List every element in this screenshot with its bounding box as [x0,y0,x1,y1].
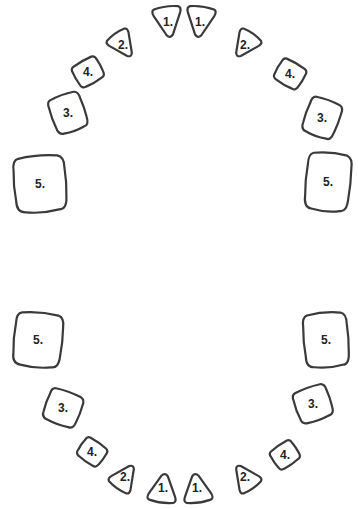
tooth-outline: 1. [147,472,179,504]
tooth-outline: 4. [271,443,299,467]
eruption-number: 3. [308,398,318,410]
tooth-path [105,27,141,63]
eruption-number: 1. [195,16,205,28]
eruption-number: 2. [120,471,130,483]
tooth-path [12,310,65,369]
tooth-path [300,94,345,141]
tooth-path [181,472,213,504]
tooth-path [268,438,302,472]
eruption-number: 5. [35,178,45,190]
tooth-outline: 4. [73,59,103,85]
tooth-outline: 3. [44,390,82,426]
eruption-number: 4. [280,449,290,461]
eruption-number: 1. [163,16,173,28]
eruption-number: 1. [158,482,168,494]
eruption-number: 4. [87,446,97,458]
tooth-outline: 4. [275,61,305,87]
tooth-path [147,472,179,504]
eruption-number: 5. [33,334,43,346]
eruption-number: 2. [118,39,128,51]
tooth-path [75,435,109,469]
tooth-outline: 3. [294,386,332,422]
tooth-outline: 1. [152,5,184,39]
eruption-number: 1. [192,482,202,494]
tooth-path [184,5,216,39]
tooth-path [107,459,143,495]
tooth-path [70,54,107,89]
tooth-outline: 2. [109,30,137,60]
tooth-path [291,382,336,426]
tooth-outline: 2. [231,462,259,492]
eruption-number: 2. [240,39,250,51]
tooth-outline: 2. [231,30,259,60]
tooth-path [272,56,309,91]
eruption-number: 5. [321,334,331,346]
eruption-number: 2. [240,471,250,483]
tooth-outline: 1. [184,5,216,39]
eruption-number: 5. [323,176,333,188]
tooth-path [301,311,350,370]
tooth-outline: 3. [304,98,340,138]
tooth-path [12,153,69,214]
tooth-outline: 5. [302,311,350,369]
tooth-outline: 2. [111,462,139,492]
tooth-path [46,89,91,136]
eruption-number: 4. [83,66,93,78]
eruption-number: 3. [63,107,73,119]
eruption-number: 3. [58,402,68,414]
tooth-outline: 1. [181,472,213,504]
tooth-path [303,151,353,214]
tooth-path [41,386,86,430]
tooth-outline: 5. [304,151,352,213]
tooth-outline: 3. [50,93,86,133]
tooth-outline: 4. [78,440,106,464]
tooth-path [227,459,263,495]
tooth-outline: 5. [12,154,68,214]
eruption-number: 4. [285,68,295,80]
tooth-path [152,5,184,39]
eruption-number: 3. [317,112,327,124]
tooth-path [227,27,263,63]
tooth-outline: 5. [12,311,64,369]
